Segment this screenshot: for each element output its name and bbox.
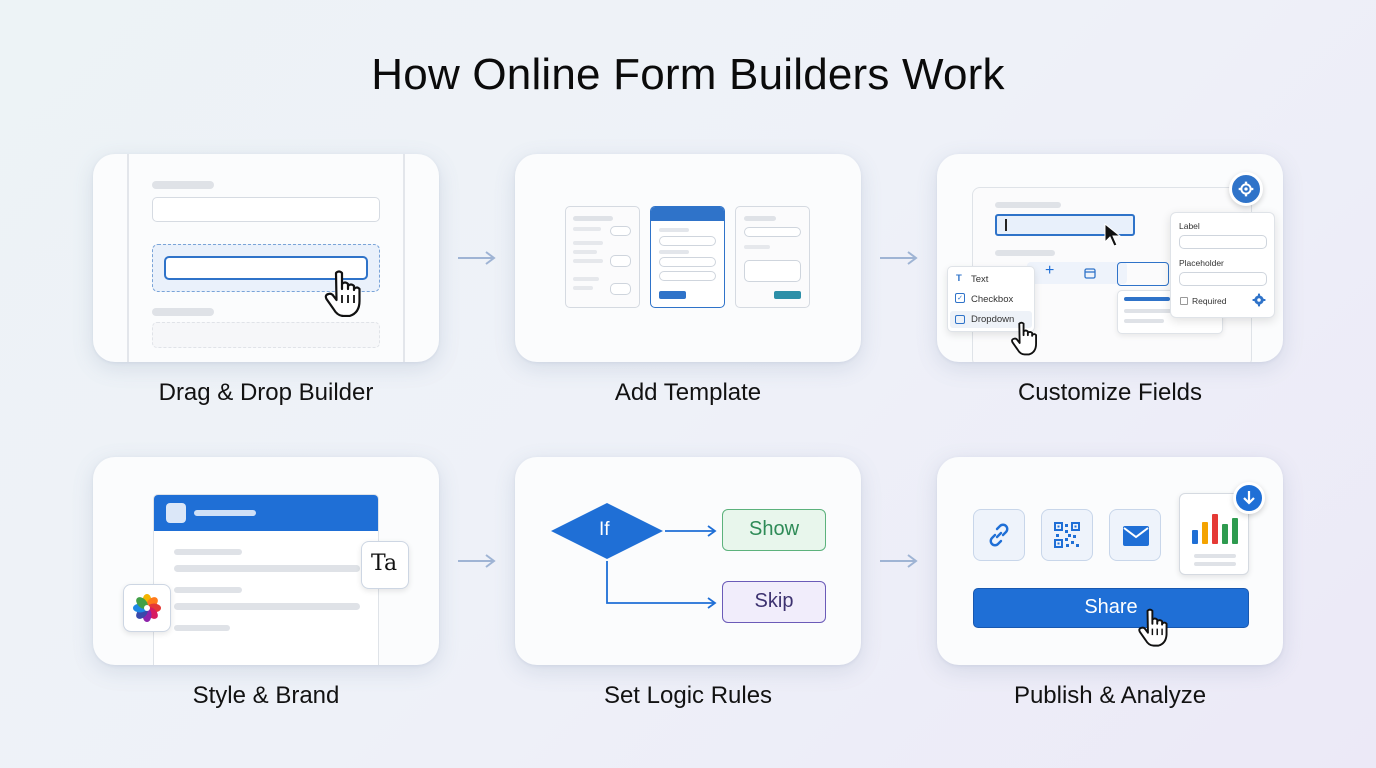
page-title: How Online Form Builders Work	[371, 50, 1005, 99]
color-palette-icon	[133, 594, 161, 622]
step-card-style-brand: Ta	[93, 457, 439, 665]
arrow-right-icon	[880, 554, 918, 568]
logo-placeholder	[166, 503, 186, 523]
download-badge[interactable]	[1233, 482, 1265, 514]
arrow-right-icon	[458, 554, 496, 568]
property-required: Required	[1192, 296, 1227, 306]
builder-right-rail	[403, 154, 405, 362]
step-caption: Customize Fields	[1017, 379, 1203, 406]
text-type-icon: T	[956, 273, 962, 284]
skip-action-box[interactable]: Skip	[722, 581, 826, 623]
field-type-menu: T Text ✓ Checkbox Dropdown	[947, 266, 1035, 332]
skip-action-label: Skip	[754, 590, 794, 612]
gear-icon	[1238, 181, 1254, 197]
logic-flow-diagram	[551, 503, 717, 609]
step-caption: Add Template	[614, 379, 762, 406]
arrow-right-icon	[458, 251, 496, 265]
field-properties-panel: Label Placeholder Required	[1170, 212, 1275, 318]
template-thumbnail-selected[interactable]	[650, 206, 725, 308]
show-action-box[interactable]: Show	[722, 509, 826, 551]
field-label-placeholder	[152, 181, 214, 189]
field-toolbar	[1027, 262, 1127, 284]
bar-chart-icon	[1192, 514, 1238, 544]
calendar-icon[interactable]	[1084, 267, 1096, 279]
share-link-button[interactable]	[973, 509, 1025, 561]
add-icon[interactable]: +	[1045, 262, 1055, 279]
hand-cursor-icon	[1011, 321, 1037, 356]
label-input[interactable]	[1179, 235, 1267, 249]
step-caption: Publish & Analyze	[1013, 682, 1207, 709]
qr-code-icon	[1054, 522, 1080, 548]
step-card-publish-analyze: Share	[937, 457, 1283, 665]
hand-cursor-icon	[324, 270, 361, 317]
share-button[interactable]: Share	[973, 588, 1249, 628]
step-caption: Drag & Drop Builder	[158, 379, 374, 406]
settings-gear-icon[interactable]	[1252, 293, 1266, 307]
menu-item-dropdown[interactable]: Dropdown	[971, 314, 1015, 325]
builder-left-rail	[127, 154, 129, 362]
qr-code-button[interactable]	[1041, 509, 1093, 561]
email-share-button[interactable]	[1109, 509, 1161, 561]
property-placeholder: Placeholder	[1179, 258, 1224, 268]
menu-item-text[interactable]: Text	[971, 274, 989, 285]
show-action-label: Show	[748, 518, 800, 540]
resize-field-outline[interactable]	[1117, 262, 1169, 286]
template-thumbnail[interactable]	[735, 206, 810, 308]
property-label: Label	[1179, 221, 1200, 231]
color-palette-button[interactable]	[123, 584, 171, 632]
typography-button[interactable]: Ta	[361, 541, 409, 589]
required-checkbox[interactable]	[1180, 297, 1188, 305]
empty-drop-slot	[152, 322, 380, 348]
form-preview	[153, 494, 379, 665]
condition-label: If	[599, 519, 610, 540]
step-card-customize-fields: + T Text ✓ Checkbox Dropdown Label Place…	[937, 154, 1283, 362]
placeholder-input[interactable]	[1179, 272, 1267, 286]
template-thumbnail[interactable]	[565, 206, 640, 308]
dragged-field[interactable]	[164, 256, 368, 280]
brand-header-bar	[154, 495, 378, 531]
step-caption: Style & Brand	[192, 682, 340, 709]
share-button-label: Share	[1084, 596, 1138, 618]
step-card-logic-rules: If Show Skip	[515, 457, 861, 665]
arrow-right-icon	[880, 251, 918, 265]
link-icon	[989, 523, 1009, 547]
typography-icon: Ta	[371, 551, 398, 576]
settings-badge[interactable]	[1229, 172, 1263, 206]
checkbox-icon: ✓	[955, 293, 965, 303]
step-card-add-template	[515, 154, 861, 362]
form-field-placeholder	[152, 197, 380, 222]
dropdown-icon	[955, 315, 965, 324]
menu-item-highlight	[950, 311, 1032, 328]
menu-item-checkbox[interactable]: Checkbox	[971, 294, 1014, 305]
email-icon	[1123, 526, 1149, 546]
field-label-placeholder	[152, 308, 214, 316]
hand-cursor-icon	[1138, 608, 1168, 647]
arrow-cursor-icon	[1104, 222, 1122, 247]
step-caption: Set Logic Rules	[603, 682, 773, 709]
selected-text-field[interactable]	[995, 214, 1135, 236]
text-caret	[1005, 219, 1007, 231]
step-card-drag-drop	[93, 154, 439, 362]
download-icon	[1243, 491, 1255, 505]
